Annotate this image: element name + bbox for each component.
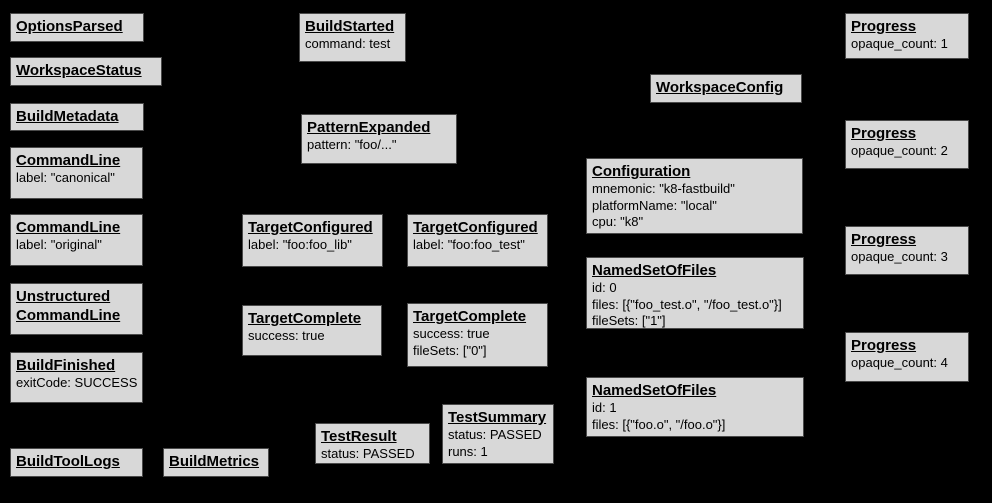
- event-box-progress-2: Progress opaque_count: 2: [845, 120, 969, 169]
- event-box-progress-3: Progress opaque_count: 3: [845, 226, 969, 275]
- event-box-unstructured-command-line: Unstructured CommandLine: [10, 283, 143, 335]
- event-title: Configuration: [592, 163, 691, 180]
- event-field: command: test: [305, 36, 391, 51]
- event-box-build-metrics: BuildMetrics: [163, 448, 269, 477]
- event-field: success: true: [248, 328, 325, 343]
- event-box-target-complete-test: TargetComplete success: true fileSets: […: [407, 303, 548, 367]
- event-box-build-tool-logs: BuildToolLogs: [10, 448, 143, 477]
- event-title: WorkspaceStatus: [16, 62, 142, 79]
- event-title: Progress: [851, 231, 917, 248]
- event-field: label: "original": [16, 237, 102, 252]
- event-field: opaque_count: 3: [851, 249, 948, 264]
- event-title: BuildStarted: [305, 18, 395, 35]
- event-box-named-set-of-files-1: NamedSetOfFiles id: 1 files: [{"foo.o", …: [586, 377, 804, 437]
- event-field: opaque_count: 1: [851, 36, 948, 51]
- event-field: fileSets: ["1"]: [592, 313, 666, 328]
- event-title: CommandLine: [16, 219, 121, 236]
- event-title: TargetConfigured: [248, 219, 373, 236]
- event-title: TargetComplete: [248, 310, 362, 327]
- event-box-build-metadata: BuildMetadata: [10, 103, 144, 131]
- event-title: Progress: [851, 125, 917, 142]
- event-field: exitCode: SUCCESS: [16, 375, 138, 390]
- event-title: BuildToolLogs: [16, 453, 120, 470]
- event-box-build-finished: BuildFinished exitCode: SUCCESS: [10, 352, 143, 403]
- event-title: CommandLine: [16, 152, 121, 169]
- event-field: platformName: "local": [592, 197, 717, 213]
- event-box-test-summary: TestSummary status: PASSED runs: 1: [442, 404, 554, 464]
- event-box-progress-4: Progress opaque_count: 4: [845, 332, 969, 382]
- event-title: PatternExpanded: [307, 119, 431, 136]
- event-field: opaque_count: 2: [851, 143, 948, 158]
- event-box-build-started: BuildStarted command: test: [299, 13, 406, 62]
- event-title: TargetComplete: [413, 308, 527, 325]
- event-title: Progress: [851, 18, 917, 35]
- event-box-workspace-config: WorkspaceConfig: [650, 74, 802, 103]
- event-box-named-set-of-files-0: NamedSetOfFiles id: 0 files: [{"foo_test…: [586, 257, 804, 329]
- event-box-pattern-expanded: PatternExpanded pattern: "foo/...": [301, 114, 457, 164]
- event-box-command-line-canonical: CommandLine label: "canonical": [10, 147, 143, 199]
- event-field: label: "foo:foo_lib": [248, 237, 352, 252]
- event-field: label: "foo:foo_test": [413, 237, 525, 252]
- event-field: files: [{"foo_test.o", "/foo_test.o"}]: [592, 296, 782, 312]
- event-field: status: PASSED: [321, 446, 415, 461]
- event-box-options-parsed: OptionsParsed: [10, 13, 144, 42]
- event-title: NamedSetOfFiles: [592, 382, 717, 399]
- event-field: cpu: "k8": [592, 214, 644, 229]
- event-title: TargetConfigured: [413, 219, 538, 236]
- event-box-target-complete-lib: TargetComplete success: true: [242, 305, 382, 356]
- event-field: runs: 1: [448, 443, 488, 459]
- event-box-workspace-status: WorkspaceStatus: [10, 57, 162, 86]
- event-box-target-configured-foo-lib: TargetConfigured label: "foo:foo_lib": [242, 214, 383, 267]
- event-field: mnemonic: "k8-fastbuild": [592, 181, 735, 196]
- event-field: id: 1: [592, 400, 617, 415]
- event-title: BuildFinished: [16, 357, 116, 374]
- event-field: status: PASSED: [448, 427, 542, 442]
- event-field: files: [{"foo.o", "/foo.o"}]: [592, 416, 726, 432]
- event-field: opaque_count: 4: [851, 355, 948, 370]
- event-box-command-line-original: CommandLine label: "original": [10, 214, 143, 266]
- event-field: pattern: "foo/...": [307, 137, 397, 152]
- event-box-test-result: TestResult status: PASSED: [315, 423, 430, 464]
- event-box-progress-1: Progress opaque_count: 1: [845, 13, 969, 59]
- event-title: Progress: [851, 337, 917, 354]
- event-title: WorkspaceConfig: [656, 79, 784, 96]
- event-title: TestResult: [321, 428, 397, 445]
- event-title: BuildMetrics: [169, 453, 260, 470]
- event-title: TestSummary: [448, 409, 547, 426]
- event-field: id: 0: [592, 280, 617, 295]
- event-box-target-configured-foo-test: TargetConfigured label: "foo:foo_test": [407, 214, 548, 267]
- event-title: BuildMetadata: [16, 108, 119, 125]
- event-title: Unstructured CommandLine: [16, 288, 121, 324]
- event-field: label: "canonical": [16, 170, 115, 185]
- event-title: OptionsParsed: [16, 18, 123, 35]
- event-title: NamedSetOfFiles: [592, 262, 717, 279]
- event-box-configuration: Configuration mnemonic: "k8-fastbuild" p…: [586, 158, 803, 234]
- event-field: fileSets: ["0"]: [413, 342, 487, 358]
- event-field: success: true: [413, 326, 490, 341]
